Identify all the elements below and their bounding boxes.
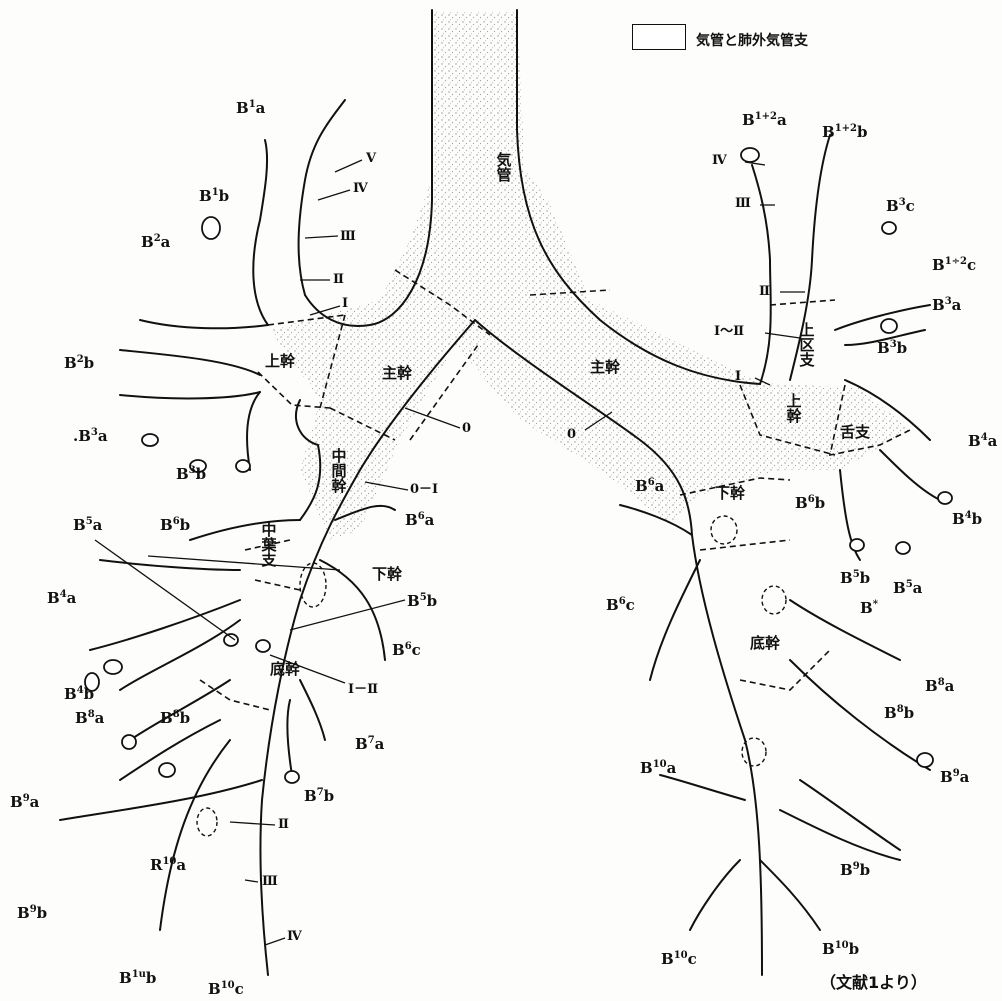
right-upper-trunk-label: 上幹	[265, 354, 295, 369]
label-right-b6b: B6b	[160, 517, 190, 533]
order-label-r-low-iv: Ⅳ	[287, 930, 302, 943]
right-intermediate-trunk-label: 中間幹	[330, 448, 347, 493]
right-middle-lobe-bronchus-label: 中葉支	[260, 522, 277, 567]
order-label-l-ii: Ⅱ	[759, 285, 770, 298]
label-right-b4b: B4b	[64, 686, 94, 702]
order-label-r-ii: Ⅱ	[333, 273, 344, 286]
order-label-l-iv: Ⅳ	[712, 154, 727, 167]
label-left-b4b: B4b	[952, 511, 982, 527]
label-left-b10a: B10a	[640, 760, 676, 776]
right-basal-trunk-label: 底幹	[270, 662, 300, 677]
label-left-b6a: B6a	[635, 478, 664, 494]
order-label-r-v: Ⅴ	[366, 152, 376, 165]
label-right-b3a: .B3a	[73, 428, 108, 444]
label-left-b10c: B10c	[661, 951, 697, 967]
order-label-r-low-iii: Ⅲ	[262, 875, 278, 888]
order-label-r-zero-i: 0－Ⅰ	[410, 483, 438, 496]
label-left-b3c: B3c	[886, 198, 915, 214]
order-label-l-i-ii: Ⅰ～Ⅱ	[714, 325, 744, 338]
citation: （文献1より）	[820, 969, 927, 993]
order-label-r-iv: Ⅳ	[353, 182, 368, 195]
label-left-b3a: B3a	[932, 297, 961, 313]
left-basal-trunk-label: 底幹	[750, 636, 780, 651]
label-left-b12a: B1+2a	[742, 112, 787, 128]
label-left-b8b: B8b	[884, 705, 914, 721]
order-label-r-iii: Ⅲ	[340, 230, 356, 243]
order-label-r-i-ii: Ⅰ－Ⅱ	[348, 683, 378, 696]
label-right-b7a: B7a	[355, 736, 384, 752]
label-left-b12b: B1+2b	[822, 124, 867, 140]
label-left-b5a: B5a	[893, 580, 922, 596]
label-right-b4a: B4a	[47, 590, 76, 606]
order-label-l-zero: 0	[567, 428, 576, 441]
label-right-b9a: B9a	[10, 794, 39, 810]
order-label-l-i: Ⅰ	[735, 370, 741, 383]
right-lower-trunk-label: 下幹	[372, 567, 402, 582]
label-right-b2b: B2b	[64, 355, 94, 371]
order-label-l-iii: Ⅲ	[735, 197, 751, 210]
left-upper-division-label: 上区支	[798, 322, 815, 367]
label-left-b6b: B6b	[795, 495, 825, 511]
label-left-b9b: B9b	[840, 862, 870, 878]
order-label-r-zero: 0	[462, 422, 471, 435]
left-main-bronchus-label: 主幹	[590, 360, 620, 375]
order-label-r-low-ii: Ⅱ	[278, 818, 289, 831]
label-right-b8b: B8b	[160, 710, 190, 726]
label-right-b8a: B8a	[75, 710, 104, 726]
label-right-b3b: B3b	[176, 466, 206, 482]
label-right-b1a: B1a	[236, 100, 265, 116]
trachea-label: 気管	[495, 152, 512, 182]
label-right-b5a: B5a	[73, 517, 102, 533]
order-label-r-i: Ⅰ	[342, 297, 348, 310]
right-main-bronchus-label: 主幹	[382, 366, 412, 381]
left-lower-trunk-label: 下幹	[715, 486, 745, 501]
label-right-b10a: R10a	[150, 857, 186, 873]
label-right-b7b: B7b	[304, 788, 334, 804]
label-right-b9b: B9b	[17, 905, 47, 921]
left-upper-trunk-label: 上幹	[785, 393, 802, 423]
label-right-b1b: B1b	[199, 188, 229, 204]
label-left-b3b: B3b	[877, 340, 907, 356]
label-left-b6c: B6c	[606, 597, 635, 613]
label-right-b5b: B5b	[407, 593, 437, 609]
label-right-b6a: B6a	[405, 512, 434, 528]
label-left-b8a: B8a	[925, 678, 954, 694]
label-left-bstar: B*	[860, 600, 878, 616]
label-right-b10c: B10c	[208, 981, 244, 997]
label-left-b10b: B10b	[822, 941, 859, 957]
label-right-b10b: B1ub	[119, 970, 156, 986]
lingular-bronchus-label: 舌支	[840, 425, 870, 440]
label-left-b9a: B9a	[940, 769, 969, 785]
label-right-b2a: B2a	[141, 234, 170, 250]
label-left-b5b: B5b	[840, 570, 870, 586]
label-left-b4a: B4a	[968, 433, 997, 449]
legend-swatch	[632, 24, 686, 50]
label-left-b12c: B1÷2c	[932, 257, 976, 273]
label-right-b6c: B6c	[392, 642, 421, 658]
legend-label: 気管と肺外気管支	[696, 30, 808, 50]
